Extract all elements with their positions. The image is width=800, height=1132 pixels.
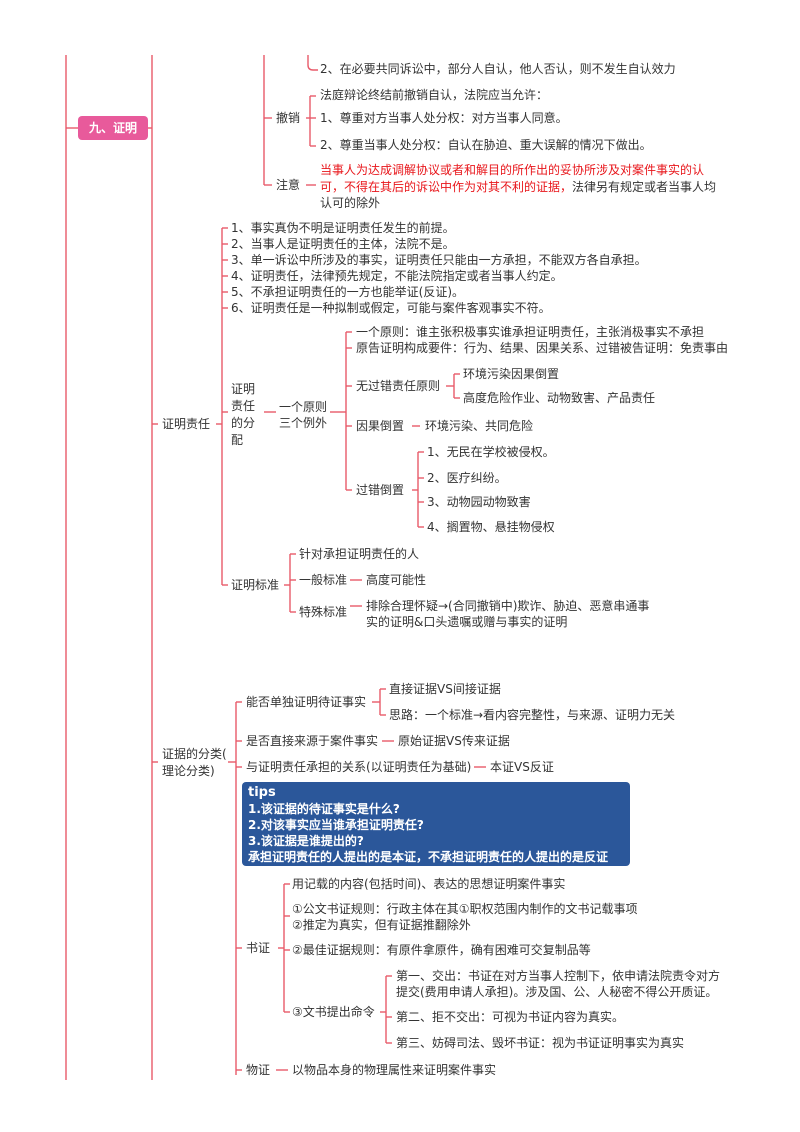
burden-point-4: 4、证明责任，法律预先规定，不能法院指定或者当事人约定。 <box>231 269 563 283</box>
document-label: 书证 <box>246 941 271 955</box>
relation-value: 本证VS反证 <box>490 760 554 774</box>
burden-label: 证明责任 <box>162 417 211 431</box>
special-standard-line-1: 排除合理怀疑→(合同撤销中)欺诈、胁迫、恶意串通事 <box>366 599 650 613</box>
special-standard-label: 特殊标准 <box>299 605 348 619</box>
alone-item-b: 思路：一个标准→看内容完整性，与来源、证明力无关 <box>389 708 676 722</box>
fault-reverse-item-3: 3、动物园动物致害 <box>427 495 531 509</box>
one-principle: 一个原则：谁主张积极事实谁承担证明责任，主张消极事实不承担 <box>356 325 705 339</box>
allocation-label-4: 配 <box>231 433 244 447</box>
document-content: 用记载的内容(包括时间)、表达的思想证明案件事实 <box>292 877 566 891</box>
official-document-rule-2: ②推定为真实，但有证据推翻除外 <box>292 918 471 932</box>
physical-label: 物证 <box>246 1063 271 1077</box>
self-admission-item-2: 2、在必要共同诉讼中，部分人自认，他人否认，则不发生自认效力 <box>320 62 676 76</box>
direct-source-label: 是否直接来源于案件事实 <box>246 734 379 748</box>
note-label: 注意 <box>276 178 301 192</box>
note-red-line-2: 可，不得在其后的诉讼中作为对其不利的证据， <box>320 180 573 194</box>
withdraw-label: 撤销 <box>276 111 301 125</box>
tips-line-1: 1.该证据的待证事实是什么? <box>248 802 400 816</box>
production-order-second: 第二、拒不交出：可视为书证内容为真实。 <box>396 1010 625 1024</box>
causal-reverse-label: 因果倒置 <box>356 419 405 433</box>
evidence-label-1: 证据的分类( <box>162 747 227 761</box>
fault-reverse-item-4: 4、搁置物、悬挂物侵权 <box>427 520 555 534</box>
standard-target: 针对承担证明责任的人 <box>299 547 420 561</box>
allocation-label-3: 的分 <box>231 416 256 430</box>
causal-reverse-item: 环境污染、共同危险 <box>425 419 534 433</box>
fault-reverse-label: 过错倒置 <box>356 483 405 497</box>
standard-label: 证明标准 <box>231 578 280 592</box>
physical-value: 以物品本身的物理属性来证明案件事实 <box>292 1063 497 1077</box>
withdraw-intro: 法庭辩论终结前撤销自认，法院应当允许： <box>320 88 549 102</box>
no-fault-item-1: 环境污染因果倒置 <box>463 367 560 381</box>
burden-point-3: 3、单一诉讼中所涉及的事实，证明责任只能由一方承担，不能双方各自承担。 <box>231 253 647 267</box>
tips-title: tips <box>248 785 276 800</box>
principle-label-1: 一个原则 <box>279 400 328 414</box>
production-order-first-1: 第一、交出：书证在对方当事人控制下，依申请法院责令对方 <box>396 969 721 983</box>
burden-point-6: 6、证明责任是一种拟制或假定，可能与案件客观事实不符。 <box>231 301 551 315</box>
note-black-line-2: 法律另有规定或者当事人均 <box>572 180 717 194</box>
withdraw-condition-2: 2、尊重当事人处分权：自认在胁迫、重大误解的情况下做出。 <box>320 138 652 152</box>
special-standard-line-2: 实的证明&口头遗嘱或赠与事实的证明 <box>366 615 568 629</box>
tips-line-3: 3.该证据是谁提出的? <box>248 834 364 848</box>
production-order-label: ③文书提出命令 <box>292 1005 375 1019</box>
root-node: 九、证明 <box>78 116 148 140</box>
burden-point-2: 2、当事人是证明责任的主体，法院不是。 <box>231 237 455 251</box>
tips-line-4: 承担证明责任的人提出的是本证，不承担证明责任的人提出的是反证 <box>248 850 609 864</box>
principle-label-2: 三个例外 <box>279 416 328 430</box>
production-order-first-2: 提交(费用申请人承担)。涉及国、公、人秘密不得公开质证。 <box>396 985 718 999</box>
tips-line-2: 2.对该事实应当谁承担证明责任? <box>248 818 424 832</box>
plaintiff-elements: 原告证明构成要件：行为、结果、因果关系、过错被告证明：免责事由 <box>356 341 729 355</box>
general-standard-value: 高度可能性 <box>366 573 427 587</box>
withdraw-condition-1: 1、尊重对方当事人处分权：对方当事人同意。 <box>320 111 568 125</box>
allocation-label-2: 责任 <box>231 399 256 413</box>
relation-label: 与证明责任承担的关系(以证明责任为基础) <box>246 760 472 774</box>
alone-item-a: 直接证据VS间接证据 <box>389 682 501 696</box>
note-line-2: 可，不得在其后的诉讼中作为对其不利的证据，法律另有规定或者当事人均 <box>320 179 716 196</box>
evidence-label-2: 理论分类) <box>162 764 215 778</box>
note-line-3: 认可的除外 <box>320 196 381 210</box>
fault-reverse-item-2: 2、医疗纠纷。 <box>427 471 507 485</box>
best-evidence-rule: ②最佳证据规则：有原件拿原件，确有困难可交复制品等 <box>292 943 591 957</box>
burden-point-5: 5、不承担证明责任的一方也能举证(反证)。 <box>231 285 464 299</box>
official-document-rule-1: ①公文书证规则：行政主体在其①职权范围内制作的文书记载事项 <box>292 902 638 916</box>
fault-reverse-item-1: 1、无民在学校被侵权。 <box>427 445 555 459</box>
no-fault-label: 无过错责任原则 <box>356 379 441 393</box>
direct-source-value: 原始证据VS传来证据 <box>398 734 510 748</box>
production-order-third: 第三、妨碍司法、毁坏书证：视为书证证明事实为真实 <box>396 1036 685 1050</box>
allocation-label-1: 证明 <box>231 382 256 396</box>
note-red-line-1: 当事人为达成调解协议或者和解目的所作出的妥协所涉及对案件事实的认 <box>320 163 705 177</box>
burden-point-1: 1、事实真伪不明是证明责任发生的前提。 <box>231 221 455 235</box>
alone-label: 能否单独证明待证事实 <box>246 695 367 709</box>
general-standard-label: 一般标准 <box>299 573 348 587</box>
tips-box: tips 1.该证据的待证事实是什么? 2.对该事实应当谁承担证明责任? 3.该… <box>242 782 630 866</box>
no-fault-item-2: 高度危险作业、动物致害、产品责任 <box>463 391 656 405</box>
